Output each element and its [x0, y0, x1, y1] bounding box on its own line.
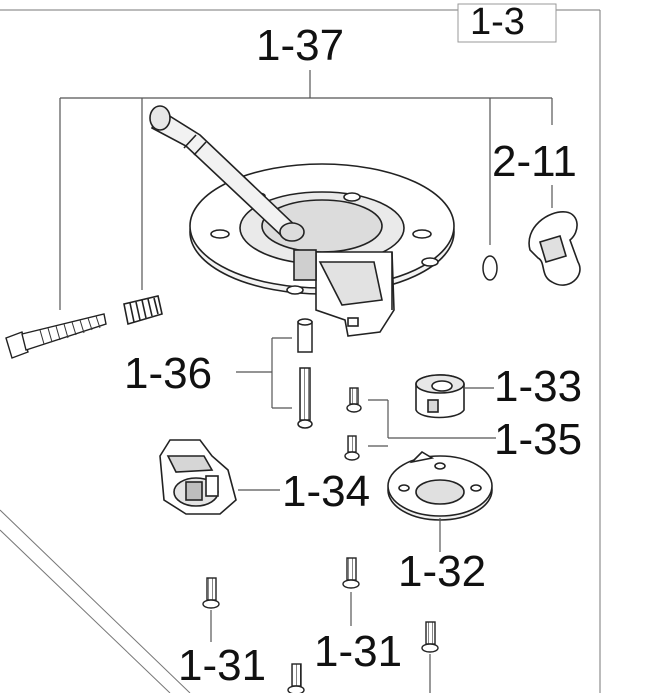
spring — [123, 295, 163, 326]
clamp-part — [415, 374, 465, 419]
small-screw-top — [346, 387, 362, 413]
screw-left — [202, 577, 220, 609]
small-screw-bottom — [344, 435, 360, 461]
long-bolt — [5, 313, 107, 359]
label-1-33: 1-33 — [494, 362, 583, 411]
wing-knob — [528, 211, 581, 286]
label-1-34: 1-34 — [282, 467, 371, 516]
plate-assembly — [189, 163, 455, 337]
page-ref-label: 1-3 — [470, 1, 525, 43]
label-1-31-right: 1-31 — [314, 627, 403, 676]
leader-1-35 — [368, 399, 496, 447]
pin-part — [297, 318, 313, 353]
carriage-part — [159, 439, 237, 515]
screw-middle — [342, 557, 360, 589]
label-2-11: 2-11 — [492, 137, 577, 186]
lever-handle — [149, 105, 305, 242]
screw-bottom-center — [287, 663, 305, 693]
washer — [482, 255, 498, 281]
flange-part — [387, 450, 493, 521]
page-ref-box — [457, 3, 557, 43]
label-1-36: 1-36 — [124, 349, 213, 398]
long-screw — [297, 367, 313, 429]
label-1-31-left: 1-31 — [178, 641, 267, 690]
leader-1-36 — [236, 337, 292, 409]
screw-bottom-right — [421, 621, 439, 653]
label-1-35: 1-35 — [494, 415, 583, 464]
leader-1-37 — [59, 70, 553, 310]
label-1-37: 1-37 — [256, 21, 345, 70]
label-1-32: 1-32 — [398, 547, 487, 596]
